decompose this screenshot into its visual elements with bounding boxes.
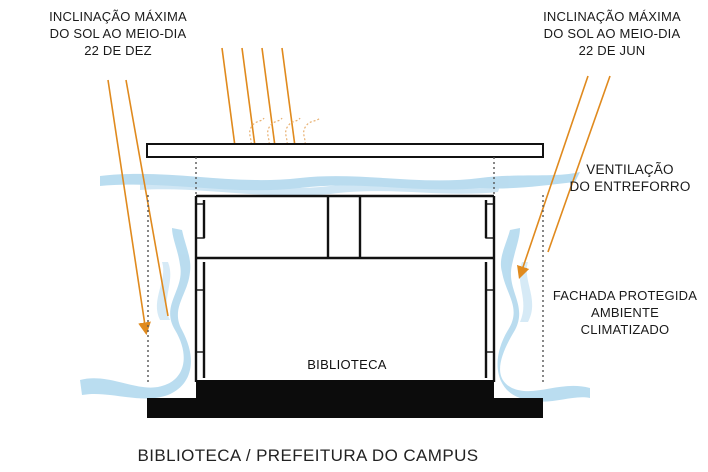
- label-sun-dec-line-2: DO SOL AO MEIO-DIA: [49, 26, 187, 41]
- foundation: [147, 380, 543, 418]
- label-facade-line-2: AMBIENTE: [590, 305, 660, 320]
- roof-slab: [146, 143, 544, 158]
- heat-waves: [249, 117, 321, 149]
- label-sun-jun: INCLINAÇÃO MÁXIMA DO SOL AO MEIO-DIA 22 …: [512, 8, 708, 59]
- label-sun-jun-line-1: INCLINAÇÃO MÁXIMA: [543, 9, 681, 24]
- label-sun-dec: INCLINAÇÃO MÁXIMA DO SOL AO MEIO-DIA 22 …: [18, 8, 218, 59]
- sun-rays-jun: [517, 75, 611, 280]
- room-label: BIBLIOTECA: [307, 357, 387, 372]
- ventilation-airflow: [100, 172, 580, 196]
- label-ventilation-line-2: DO ENTREFORRO: [569, 179, 691, 194]
- label-facade: FACHADA PROTEGIDA AMBIENTE CLIMATIZADO: [540, 287, 708, 338]
- dotted-screens: [147, 157, 544, 382]
- window-reveals: [195, 203, 495, 353]
- sun-rays-roof: [221, 47, 297, 155]
- left-facade-airflow: [80, 228, 191, 399]
- label-sun-jun-line-2: DO SOL AO MEIO-DIA: [543, 26, 681, 41]
- label-sun-dec-line-1: INCLINAÇÃO MÁXIMA: [49, 9, 187, 24]
- label-sun-dec-line-3: 22 DE DEZ: [84, 43, 152, 58]
- building-structure: [194, 194, 496, 382]
- label-facade-line-3: CLIMATIZADO: [580, 322, 670, 337]
- sun-rays-dec: [107, 79, 169, 336]
- label-sun-jun-line-3: 22 DE JUN: [578, 43, 646, 58]
- figure-caption: BIBLIOTECA / PREFEITURA DO CAMPUS: [137, 446, 479, 465]
- label-ventilation-line-1: VENTILAÇÃO: [586, 162, 674, 177]
- label-ventilation: VENTILAÇÃO DO ENTREFORRO: [560, 161, 700, 195]
- label-facade-line-1: FACHADA PROTEGIDA: [552, 288, 698, 303]
